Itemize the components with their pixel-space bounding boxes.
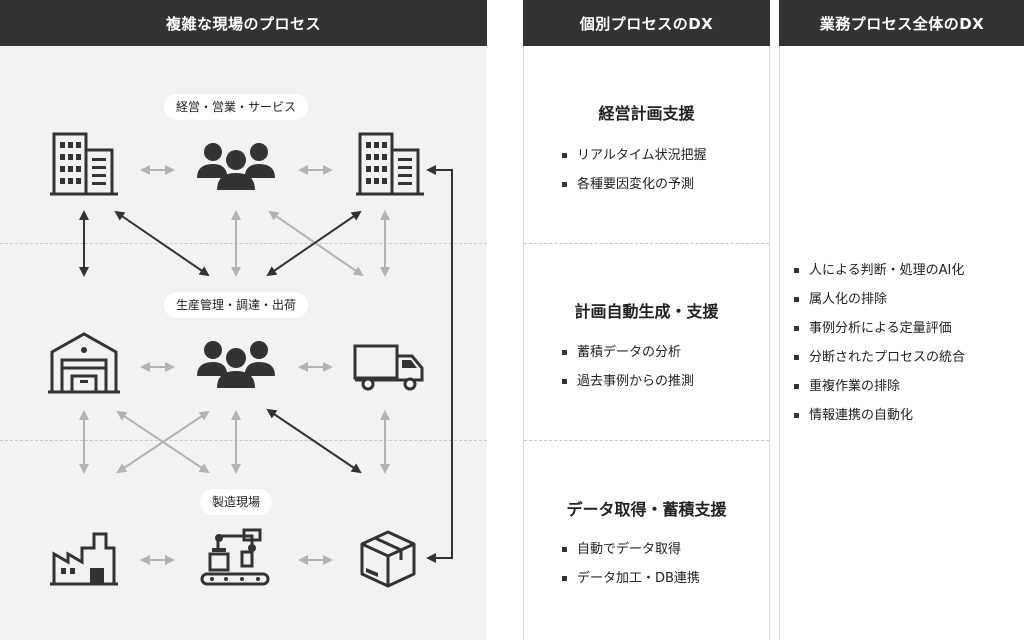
overall-dx-header: 業務プロセス全体のDX — [779, 0, 1024, 46]
complex-process-panel: 複雑な現場のプロセス — [0, 0, 487, 640]
robot-arm-conveyor-icon — [200, 528, 270, 586]
list-item: 重複作業の排除 — [794, 372, 965, 401]
office-building-icon — [356, 132, 424, 196]
package-box-icon — [360, 530, 416, 588]
layer-label-production: 生産管理・調達・出荷 — [163, 292, 309, 318]
arrow-light — [268, 210, 364, 277]
people-group-icon — [197, 341, 275, 388]
people-group-icon — [197, 143, 275, 190]
arrow-dark — [266, 210, 362, 277]
individual-dx-panel: 個別プロセスのDX 経営計画支援 リアルタイム状況把握 各種要因変化の予測 計画… — [523, 0, 770, 640]
list-item: 属人化の排除 — [794, 285, 965, 314]
overall-dx-panel: 業務プロセス全体のDX 人による判断・処理のAI化 属人化の排除 事例分析による… — [779, 0, 1024, 640]
list-item: 各種要因変化の予測 — [562, 170, 707, 199]
section-divider — [524, 243, 769, 244]
layer-label-management: 経営・営業・サービス — [163, 94, 309, 120]
arrow-light — [116, 410, 210, 474]
delivery-truck-icon — [353, 344, 424, 391]
process-arrows — [79, 165, 453, 565]
list-item: 情報連携の自動化 — [794, 401, 965, 430]
list-item: 自動でデータ取得 — [562, 535, 700, 564]
list-item: 蓄積データの分析 — [562, 338, 694, 367]
arrow-dark-loop — [426, 165, 453, 563]
section-title-plan-generation: 計画自動生成・支援 — [574, 302, 719, 321]
list-item: 事例分析による定量評価 — [794, 314, 965, 343]
overall-dx-list: 人による判断・処理のAI化 属人化の排除 事例分析による定量評価 分断されたプロ… — [794, 256, 965, 430]
section-list: 蓄積データの分析 過去事例からの推測 — [562, 338, 694, 396]
factory-icon — [50, 532, 118, 586]
section-list: リアルタイム状況把握 各種要因変化の予測 — [562, 141, 707, 199]
arrow-dark — [266, 408, 362, 474]
list-item: 人による判断・処理のAI化 — [794, 256, 965, 285]
arrow-dark — [114, 210, 210, 277]
layer-divider — [0, 243, 487, 244]
list-item: リアルタイム状況把握 — [562, 141, 707, 170]
section-title-data-acquisition: データ取得・蓄積支援 — [566, 500, 727, 519]
list-item: 分断されたプロセスの統合 — [794, 343, 965, 372]
section-title-management-planning: 経営計画支援 — [598, 104, 695, 123]
warehouse-icon — [48, 332, 120, 394]
section-divider — [524, 440, 769, 441]
layer-label-factory: 製造現場 — [199, 489, 273, 515]
list-item: データ加工・DB連携 — [562, 564, 700, 593]
complex-process-header: 複雑な現場のプロセス — [0, 0, 487, 46]
section-list: 自動でデータ取得 データ加工・DB連携 — [562, 535, 700, 593]
individual-dx-header: 個別プロセスのDX — [523, 0, 770, 46]
list-item: 過去事例からの推測 — [562, 367, 694, 396]
layer-divider — [0, 440, 487, 441]
office-building-icon — [50, 132, 118, 196]
